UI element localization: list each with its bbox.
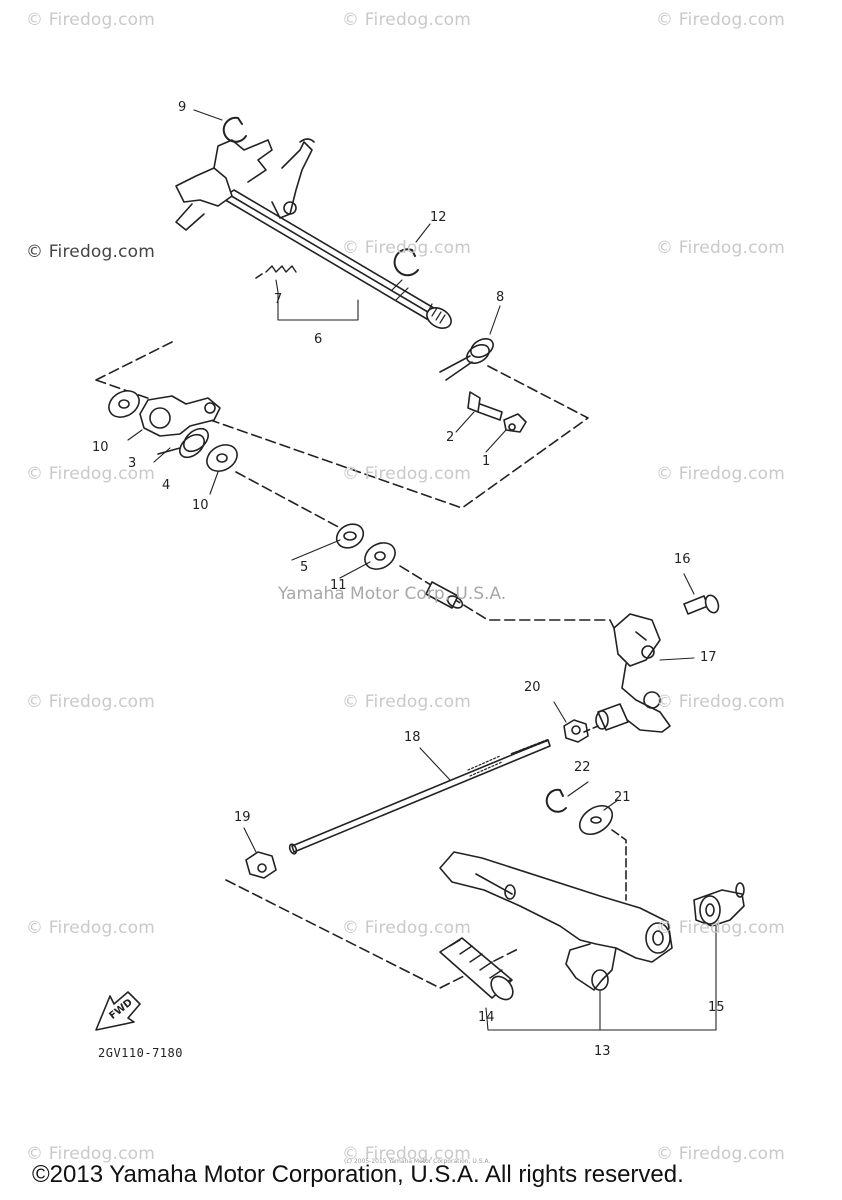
shaft-pin (425, 581, 464, 609)
washer-10-right (206, 444, 238, 472)
joint-end (595, 703, 629, 731)
foot-rubber-14 (439, 937, 514, 1001)
forward-arrow-icon (95, 991, 141, 1031)
torsion-spring-8 (439, 338, 494, 381)
catalog-number: 2GV110-7180 (98, 1046, 183, 1060)
callout-2: 2 (446, 430, 455, 445)
callout-10-right: 10 (192, 498, 209, 513)
shift-arm-17 (613, 613, 671, 733)
collar-5 (335, 523, 365, 549)
watermark: © Firedog.com (656, 10, 786, 30)
guide-line-washer (611, 829, 627, 901)
watermark: © Firedog.com (26, 10, 156, 30)
callout-22: 22 (574, 760, 591, 775)
watermark: © Firedog.com (26, 692, 156, 712)
callout-9: 9 (178, 100, 187, 115)
circlip-12 (393, 248, 419, 277)
nut-20 (563, 719, 589, 743)
joint-15 (693, 882, 745, 927)
watermark: © Firedog.com (26, 918, 156, 938)
callout-10-left: 10 (92, 440, 109, 455)
spring-4 (157, 427, 209, 459)
bolt-16 (683, 594, 720, 615)
callout-13: 13 (594, 1044, 611, 1059)
callout-6: 6 (314, 332, 323, 347)
stopper-plate-1 (503, 413, 527, 433)
callout-7: 7 (274, 292, 283, 307)
watermark-label: © Firedog.com (26, 242, 156, 262)
watermark: © Firedog.com (656, 1144, 786, 1164)
watermark: © Firedog.com (656, 464, 786, 484)
watermark: © Firedog.com (342, 10, 472, 30)
callout-5: 5 (300, 560, 309, 575)
fine-print: (c) 2005-2015 Yamaha Motor Corporation, … (344, 1158, 491, 1165)
watermark: © Firedog.com (656, 238, 786, 258)
shift-pedal-13 (439, 851, 673, 991)
callout-1: 1 (482, 454, 491, 469)
stopper-lever-3 (139, 395, 221, 437)
watermark: © Firedog.com (342, 1144, 472, 1164)
watermark: © Firedog.com (342, 238, 472, 258)
watermark: © Firedog.com (656, 918, 786, 938)
callout-3: 3 (128, 456, 137, 471)
callout-12: 12 (430, 210, 447, 225)
callout-17: 17 (700, 650, 717, 665)
watermark: © Firedog.com (26, 464, 156, 484)
callout-21: 21 (614, 790, 631, 805)
watermark: © Firedog.com (342, 918, 472, 938)
guide-line-lower (225, 879, 521, 989)
shift-shaft (175, 138, 452, 329)
shift-rod-18 (288, 738, 551, 855)
washer-21 (578, 804, 614, 836)
callout-16: 16 (674, 552, 691, 567)
callout-20: 20 (524, 680, 541, 695)
callout-15: 15 (708, 1000, 725, 1015)
callout-11: 11 (330, 578, 347, 593)
washer-10-left (108, 390, 140, 418)
leader-lines (127, 109, 717, 1031)
callout-4: 4 (162, 478, 171, 493)
callout-19: 19 (234, 810, 251, 825)
callout-8: 8 (496, 290, 505, 305)
callout-14: 14 (478, 1010, 495, 1025)
watermark: © Firedog.com (342, 692, 472, 712)
copyright-notice: ©2013 Yamaha Motor Corporation, U.S.A. A… (32, 1161, 684, 1188)
bolt-2 (467, 391, 503, 421)
washer-11 (364, 542, 396, 570)
watermark: © Firedog.com (26, 1144, 156, 1164)
watermark: © Firedog.com (656, 692, 786, 712)
spring-7 (255, 265, 297, 279)
nut-19 (245, 851, 277, 879)
callout-18: 18 (404, 730, 421, 745)
guide-line-joint (583, 725, 599, 733)
watermark: © Firedog.com (342, 464, 472, 484)
center-watermark: Yamaha Motor Corp, U.S.A. (278, 584, 507, 604)
circlip-22 (545, 788, 567, 813)
circlip-9 (222, 116, 247, 143)
